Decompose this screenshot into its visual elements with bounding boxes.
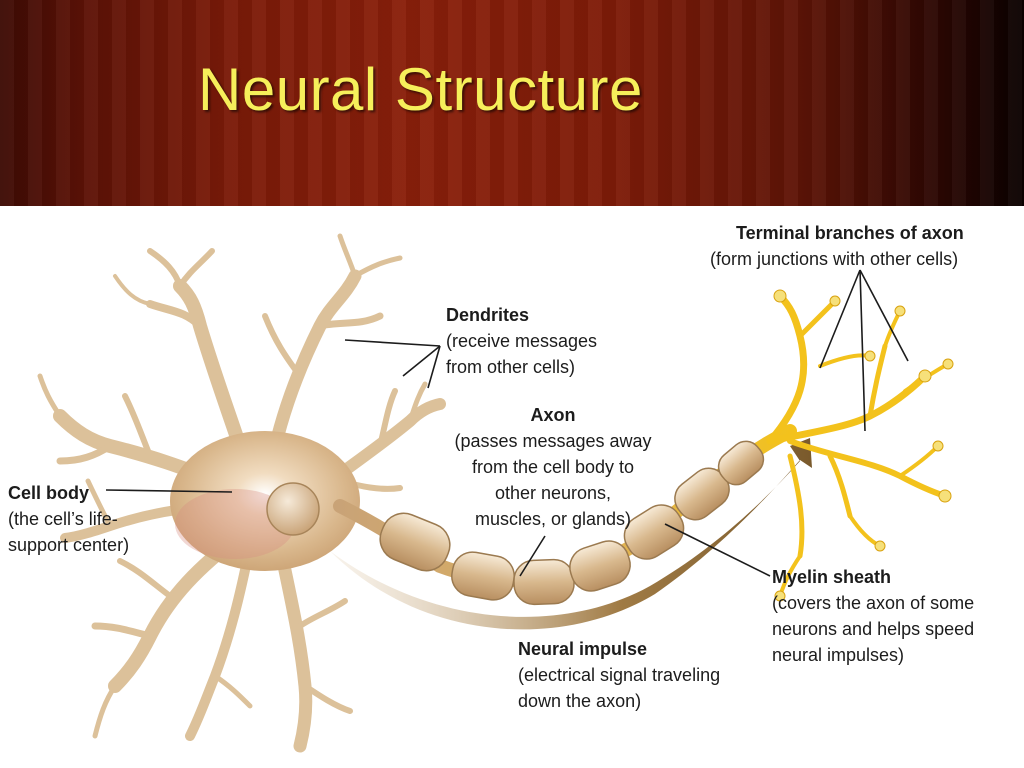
- label-axon: Axon (passes messages away from the cell…: [436, 402, 670, 532]
- axon-description: (passes messages away from the cell body…: [454, 431, 652, 529]
- myelin-sheath-segments: [379, 440, 765, 606]
- terminal-branches-heading: Terminal branches of axon: [736, 223, 964, 243]
- label-myelin-sheath: Myelin sheath (covers the axon of some n…: [772, 564, 974, 668]
- label-neural-impulse: Neural impulse (electrical signal travel…: [518, 636, 720, 714]
- leader-lines: [105, 269, 909, 577]
- dendrites: [37, 233, 446, 753]
- label-terminal-branches: Terminal branches of axon (form junction…: [710, 220, 964, 272]
- header-stripes: [0, 0, 1024, 206]
- diagram-panel: Terminal branches of axon (form junction…: [0, 206, 1024, 768]
- cell-body-tint: [175, 489, 295, 559]
- neural-impulse-description: (electrical signal traveling down the ax…: [518, 665, 721, 711]
- myelin-sheath-description: (covers the axon of some neurons and hel…: [772, 593, 975, 665]
- axon-heading: Axon: [530, 405, 576, 425]
- cell-body-heading: Cell body: [8, 483, 90, 503]
- slide-header: Neural Structure: [0, 0, 1024, 206]
- terminal-branches-description: (form junctions with other cells): [710, 249, 959, 269]
- neuron-illustration: [37, 233, 954, 753]
- neural-impulse-heading: Neural impulse: [518, 639, 648, 659]
- terminal-branches: [766, 292, 950, 598]
- label-cell-body: Cell body (the cell’s life- support cent…: [8, 480, 129, 558]
- slide-title: Neural Structure: [198, 56, 643, 123]
- label-dendrites: Dendrites (receive messages from other c…: [446, 302, 597, 380]
- dendrites-heading: Dendrites: [446, 305, 530, 325]
- terminal-buttons: [773, 289, 954, 602]
- myelin-sheath-heading: Myelin sheath: [772, 567, 892, 587]
- dendrites-description: (receive messages from other cells): [446, 331, 598, 377]
- cell-body-description: (the cell’s life- support center): [8, 509, 130, 555]
- cell-body-shape: [170, 431, 360, 571]
- nucleus: [266, 482, 320, 536]
